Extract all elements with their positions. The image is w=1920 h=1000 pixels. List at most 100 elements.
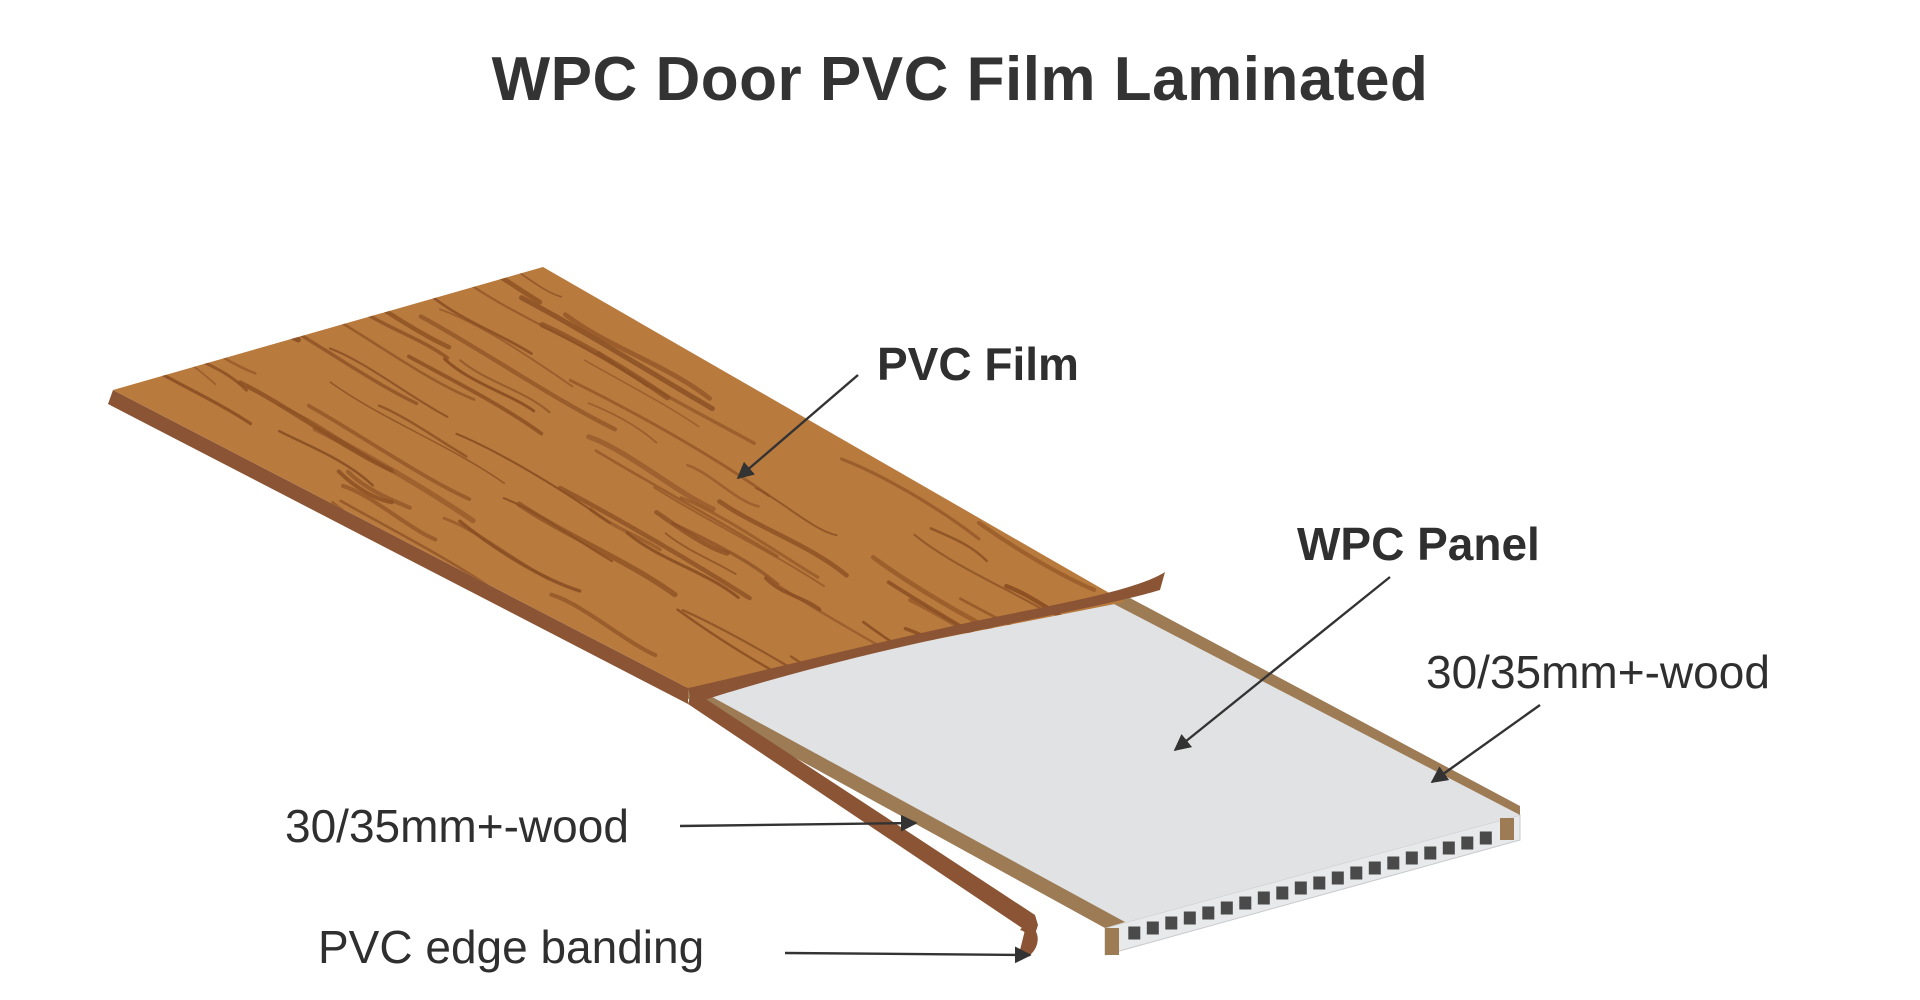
hollow-core [1202,906,1215,920]
grain-stroke [519,295,715,412]
grain-stroke [418,314,618,432]
grain-stroke [937,378,1103,476]
grain-stroke [1011,267,1116,310]
grain-stroke [563,312,712,401]
grain-stroke [253,578,416,674]
grain-stroke [328,347,449,418]
grain-stroke [118,662,183,688]
grain-stroke [527,697,669,779]
grain-stroke [345,469,412,510]
wood-strip-right [1110,598,1520,815]
label-pvc-film: PVC Film [877,338,1079,390]
grain-stroke [1087,267,1125,320]
grain-stroke [455,432,611,525]
hollow-core [1424,846,1437,860]
grain-stroke [336,469,394,505]
grain-stroke [681,609,886,688]
grain-stroke [653,486,825,588]
grain-stroke [427,292,533,355]
wpc-panel [672,598,1521,956]
hollow-core [1257,891,1270,905]
grain-stroke [755,487,838,537]
film-edge-side [108,390,688,704]
hollow-core [1368,861,1381,875]
hollow-core [1405,851,1418,865]
grain-stroke [443,357,536,413]
grain-stroke [231,649,366,688]
grain-stroke [200,679,392,688]
grain-stroke [196,279,301,343]
grain-stroke [341,695,430,747]
grain-stroke [929,527,988,563]
grain-stroke [1047,267,1125,302]
grain-stroke [341,483,438,542]
label-wpc-panel: WPC Panel [1297,518,1540,570]
grain-stroke [377,404,468,458]
grain-stroke [1051,431,1125,512]
grain-stroke [329,381,506,485]
label-wood-left: 30/35mm+-wood [285,800,629,852]
callouts: PVC Film WPC Panel 30/35mm+-wood 30/35mm… [285,338,1770,973]
grain-stroke [344,599,417,644]
diagram-title: WPC Door PVC Film Laminated [491,45,1429,114]
grain-stroke [192,521,300,585]
hollow-core [1350,866,1363,880]
grain-stroke [122,701,253,777]
hollow-core [1387,856,1400,870]
grain-stroke [306,403,472,501]
hollow-core [1220,901,1233,915]
hollow-core [1183,911,1196,925]
grain-stroke [584,359,700,428]
grain-stroke [671,521,780,587]
grain-stroke [214,591,346,670]
hollow-core [1294,881,1307,895]
pvc-edge-banding [688,690,1038,950]
label-edge-banding: PVC edge banding [318,921,704,973]
end-wood-left [1105,928,1119,955]
hollow-core [1479,831,1492,845]
grain-stroke [625,531,740,599]
grain-stroke [654,509,730,556]
pvc-film [108,267,1165,955]
wood-strip-left [672,686,1125,928]
hollow-core [1276,886,1289,900]
grain-stroke [527,680,609,688]
grain-stroke [489,267,563,298]
grain-stroke [442,516,550,581]
end-wood-right [1500,818,1514,840]
hollow-core [1331,871,1344,885]
grain-stroke [676,608,829,688]
grain-stroke [686,463,760,508]
grain-stroke [1078,459,1125,496]
grain-stroke [394,621,502,685]
hollow-cores [1128,831,1492,940]
grain-stroke [238,380,394,473]
panel-top-face [672,602,1520,928]
grain-stroke [188,487,281,543]
hollow-core [1313,876,1326,890]
grain-stroke [181,634,248,675]
grain-stroke [557,485,752,601]
hollow-core [1461,836,1474,850]
grain-stroke [679,496,820,579]
grain-stroke [549,592,658,658]
hollow-core [1128,926,1141,940]
grain-stroke [586,434,716,512]
grain-stroke [439,308,574,388]
grain-stroke [349,613,445,670]
grain-stroke [539,322,671,401]
grain-stroke [587,402,658,444]
grain-stroke [840,457,981,541]
hollow-core [1146,921,1159,935]
grain-stroke [913,533,1051,615]
hollow-core [1165,916,1178,930]
grain-stroke [191,302,250,338]
grain-stroke [331,593,434,655]
grain-stroke [150,691,352,808]
grain-stroke [278,429,374,487]
hollow-core [1442,841,1455,855]
grain-stroke [976,520,1097,592]
grain-stroke [407,354,544,436]
grain-stroke [459,359,551,414]
